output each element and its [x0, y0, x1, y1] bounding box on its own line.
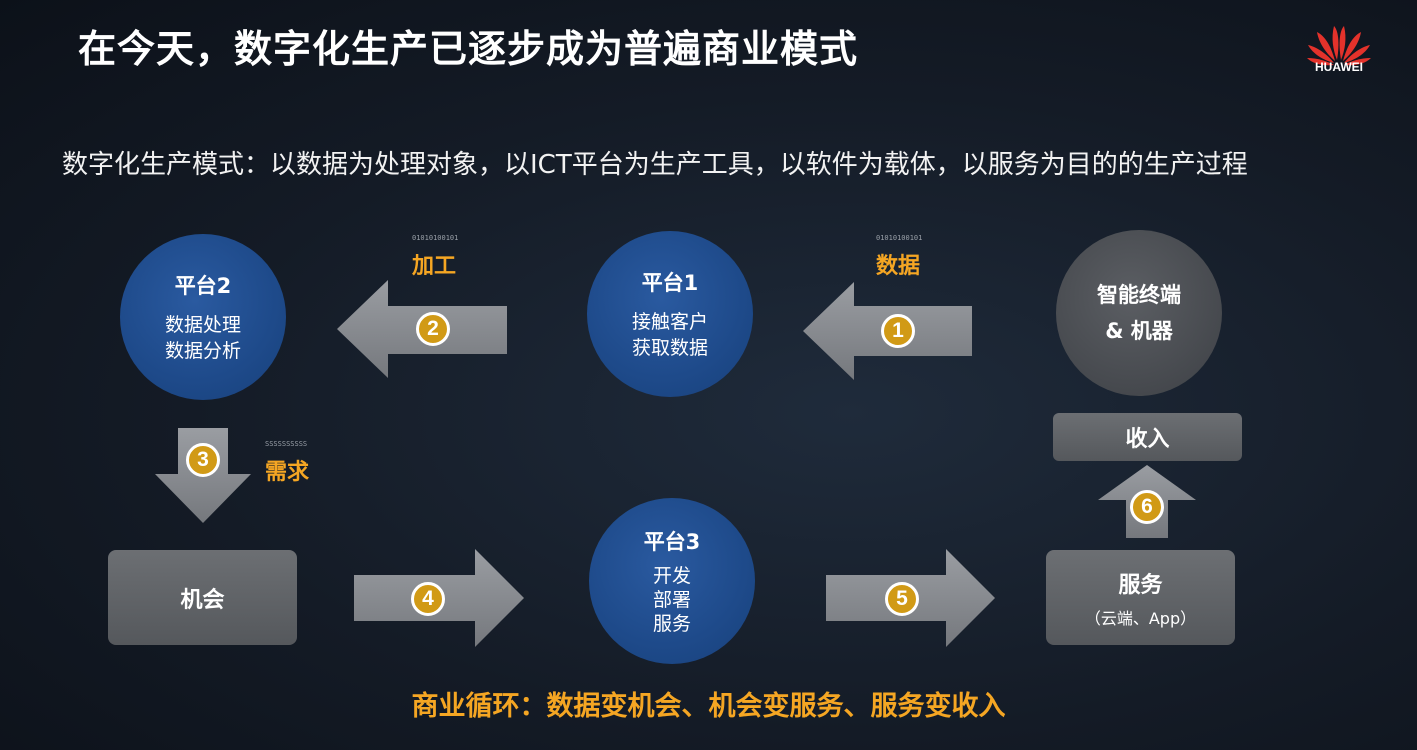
opportunity-label: 机会 — [180, 587, 225, 613]
platform2-line: 数据分析 — [164, 340, 241, 362]
step-badge-2: 2 — [416, 312, 450, 346]
step-badge-4: 4 — [411, 582, 445, 616]
step-badge-3: 3 — [186, 443, 220, 477]
step-badge-1: 1 — [881, 314, 915, 348]
terminal-line: 智能终端 — [1097, 283, 1181, 307]
platform2-node: 平台2 数据处理 数据分析 — [120, 234, 286, 400]
income-label: 收入 — [1125, 427, 1170, 452]
platform2-line: 数据处理 — [164, 314, 241, 336]
business-cycle-text: 商业循环：数据变机会、机会变服务、服务变收入 — [411, 691, 1006, 722]
platform3-line: 服务 — [652, 613, 691, 635]
step-badge-5: 5 — [885, 582, 919, 616]
logo-text: HUAWEI — [1315, 60, 1363, 74]
huawei-logo-icon — [1307, 26, 1371, 66]
service-label: 服务 — [1118, 572, 1163, 598]
binary-data: 01010100101 — [876, 234, 923, 242]
platform3-line: 部署 — [652, 589, 691, 611]
page-title: 在今天，数字化生产已逐步成为普遍商业模式 — [78, 27, 859, 71]
platform2-title: 平台2 — [174, 274, 232, 298]
service-sub: （云端、App） — [1084, 608, 1197, 628]
terminal-node: 智能终端 & 机器 — [1056, 230, 1222, 396]
income-box: 收入 — [1053, 413, 1242, 461]
platform1-line: 接触客户 — [631, 311, 708, 333]
platform3-title: 平台3 — [643, 530, 701, 554]
service-box: 服务 （云端、App） — [1046, 550, 1235, 645]
binary-demand: SSSSSSSSSS — [265, 440, 308, 448]
platform1-line: 获取数据 — [631, 337, 708, 359]
platform1-node: 平台1 接触客户 获取数据 — [587, 231, 753, 397]
step-badge-6: 6 — [1130, 490, 1164, 524]
platform3-node: 平台3 开发 部署 服务 — [589, 498, 755, 664]
terminal-line: & 机器 — [1105, 319, 1173, 343]
platform1-title: 平台1 — [641, 271, 699, 295]
label-demand: 需求 — [265, 460, 310, 485]
label-data: 数据 — [876, 254, 921, 279]
label-process: 加工 — [412, 254, 457, 279]
subtitle: 数字化生产模式：以数据为处理对象，以ICT平台为生产工具，以软件为载体，以服务为… — [62, 150, 1248, 180]
opportunity-box: 机会 — [108, 550, 297, 645]
platform3-line: 开发 — [652, 565, 691, 587]
binary-process: 01010100101 — [412, 234, 459, 242]
